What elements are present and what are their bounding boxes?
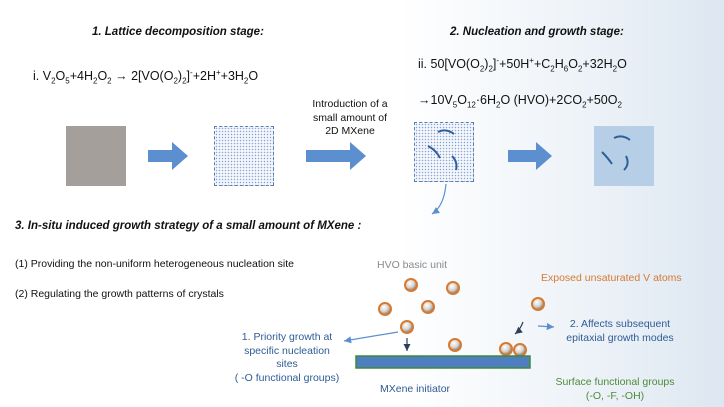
mxene-initiator-bar: [355, 355, 531, 369]
hvo-sphere: [448, 338, 462, 352]
mxene-initiator-label: MXene initiator: [380, 383, 451, 395]
zoom-in-arrow: [431, 183, 447, 215]
mxene-flake: [623, 155, 629, 171]
equation-ii-line2: →10V5O12·6H2O (HVO)+2CO2+50O2: [418, 93, 622, 110]
mxene-flake: [613, 135, 631, 141]
decomposed-lattice-block: [214, 126, 274, 186]
epitaxial-growth-label: 2. Affects subsequent epitaxial growth m…: [560, 318, 680, 345]
mxene-flake: [437, 129, 455, 135]
equation-i: i. V2O5+4H2O2 → 2[VO(O2)2]-+2H++3H2O: [33, 68, 259, 86]
mxene-flake: [451, 155, 458, 171]
surface-groups-line: (-O, -F, -OH): [585, 389, 645, 402]
intro-note-line: 2D MXene: [325, 125, 375, 137]
stage-arrow-2: [306, 142, 366, 170]
surface-groups-label: Surface functional groups (-O, -F, -OH): [535, 376, 695, 403]
epitaxial-growth-arrow: [537, 322, 555, 331]
hvo-sphere: [400, 320, 414, 334]
hvo-sphere: [404, 278, 418, 292]
mxene-flake: [427, 145, 441, 159]
mxene-introduction-note: Introduction of a small amount of 2D MXe…: [296, 98, 404, 139]
hvo-sphere: [421, 300, 435, 314]
priority-growth-line: 1. Priority growth at: [241, 331, 333, 343]
equation-ii-line1: ii. 50[VO(O2)2]-+50H++C2H6O2+32H2O: [418, 56, 627, 74]
section3-title: 3. In-situ induced growth strategy of a …: [15, 220, 362, 232]
stage-arrow-3: [508, 142, 552, 170]
hvo-sphere: [378, 302, 392, 316]
epitaxial-growth-line: 2. Affects subsequent: [569, 318, 671, 330]
intro-note-line: small amount of: [312, 111, 388, 124]
surface-groups-line: Surface functional groups: [555, 376, 675, 388]
nucleation-block: [414, 122, 474, 182]
priority-growth-label: 1. Priority growth at specific nucleatio…: [233, 331, 341, 385]
exposed-atoms-arrow: [514, 321, 524, 335]
hvo-sphere: [531, 297, 545, 311]
hvo-basic-unit-label: HVO basic unit: [377, 259, 448, 271]
stage1-title: 1. Lattice decomposition stage:: [92, 26, 264, 38]
priority-growth-line: specific nucleation sites: [244, 344, 330, 371]
priority-growth-arrow: [343, 331, 399, 344]
stage2-title: 2. Nucleation and growth stage:: [450, 26, 624, 38]
hvo-sphere: [513, 343, 527, 357]
v2o5-block: [66, 126, 126, 186]
hvo-sphere: [446, 281, 460, 295]
priority-growth-line: ( -O functional groups): [234, 371, 340, 384]
stage-arrow-1: [148, 142, 188, 170]
exposed-v-atoms-label: Exposed unsaturated V atoms: [541, 272, 682, 284]
hvo-spheres: [378, 278, 545, 357]
intro-note-line: Introduction of a: [312, 98, 388, 110]
epitaxial-growth-line: epitaxial growth modes: [566, 331, 674, 344]
strategy-point-2: (2) Regulating the growth patterns of cr…: [15, 288, 224, 300]
hvo-sphere: [499, 342, 513, 356]
strategy-point-1: (1) Providing the non-uniform heterogene…: [15, 258, 295, 270]
mxene-flake: [601, 151, 613, 165]
